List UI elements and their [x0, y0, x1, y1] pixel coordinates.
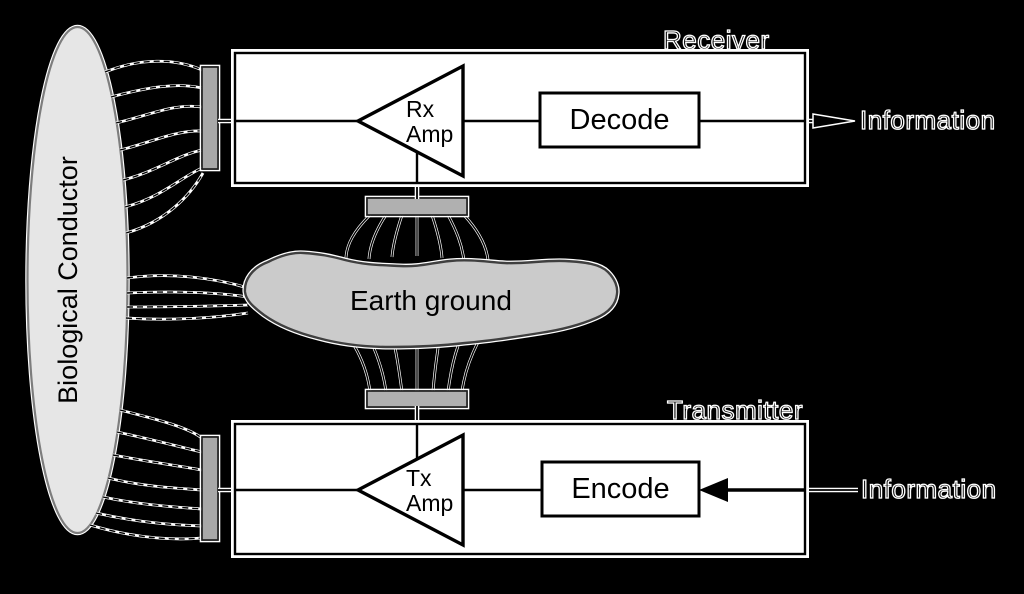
encode-box: [540, 460, 701, 518]
receiver-output-arrowhead: [812, 113, 856, 129]
decode-label: Decode: [569, 103, 670, 136]
field-lines-conductor-top: [104, 59, 205, 235]
tx-amp-line2: Amp: [406, 490, 454, 516]
transmitter-box-casing: [231, 420, 809, 558]
transmitter-title: Transmitter: [666, 394, 803, 425]
earth-ground-label: Earth ground: [350, 285, 512, 316]
biological-conductor-ellipse: [26, 25, 129, 535]
transmitter-wires: [235, 424, 543, 492]
rx-amp-line1: Rx: [406, 96, 435, 122]
information-input-label: Information: [860, 473, 997, 504]
biological-conductor-label: Biological Conductor: [53, 156, 83, 404]
receiver-wires: [235, 119, 805, 183]
field-lines-conductor-ground: [125, 274, 249, 321]
decode-box: [538, 91, 701, 149]
electrode-left-top: [199, 64, 221, 172]
field-lines-conductor-bottom: [89, 408, 204, 541]
tx-amp-label: Tx Amp: [406, 466, 453, 516]
field-lines-electrode-ground-bottom: [350, 341, 480, 393]
receiver-title: Receiver: [662, 24, 770, 55]
earth-ground-blob: [243, 251, 619, 349]
tx-amp-triangle: [354, 432, 465, 548]
electrode-ground-bottom: [364, 388, 470, 410]
rx-amp-line2: Amp: [406, 121, 454, 147]
electrode-ground-top: [364, 195, 470, 218]
rx-amp-label: Rx Amp: [406, 97, 453, 147]
receiver-box: [233, 51, 807, 185]
transmitter-input-arrowhead: [699, 478, 728, 502]
electrode-left-bottom: [199, 434, 221, 543]
information-output-label: Information: [859, 104, 996, 135]
field-lines-electrode-ground-top: [344, 214, 490, 263]
tx-amp-line1: Tx: [406, 465, 432, 491]
encode-label: Encode: [571, 472, 670, 505]
rx-amp-triangle: [354, 63, 465, 179]
receiver-box-casing: [231, 49, 809, 187]
